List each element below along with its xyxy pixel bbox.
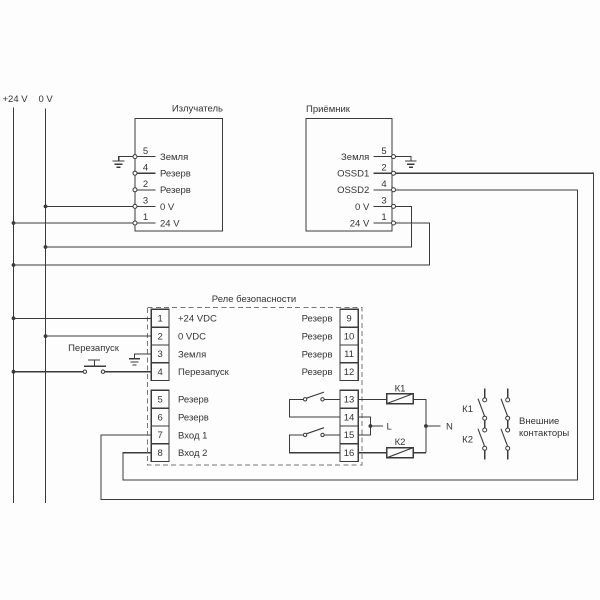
- svg-text:Вход 2: Вход 2: [178, 448, 207, 459]
- svg-text:К1: К1: [462, 404, 473, 415]
- svg-text:Перезапуск: Перезапуск: [68, 343, 120, 354]
- svg-text:5: 5: [158, 395, 163, 406]
- svg-text:N: N: [446, 421, 453, 432]
- svg-text:+24 V: +24 V: [3, 94, 29, 105]
- svg-text:15: 15: [344, 430, 355, 441]
- svg-text:Резерв: Резерв: [160, 169, 191, 180]
- svg-text:контакторы: контакторы: [519, 428, 569, 439]
- svg-text:5: 5: [143, 146, 148, 157]
- svg-text:1: 1: [381, 212, 386, 223]
- svg-text:Перезапуск: Перезапуск: [178, 367, 230, 378]
- svg-text:1: 1: [143, 212, 148, 223]
- svg-text:Земля: Земля: [160, 152, 188, 163]
- svg-text:К2: К2: [395, 437, 406, 448]
- svg-text:0 V: 0 V: [160, 202, 175, 213]
- svg-text:OSSD2: OSSD2: [337, 185, 369, 196]
- svg-text:Резерв: Резерв: [178, 395, 209, 406]
- svg-text:К1: К1: [395, 383, 406, 394]
- svg-text:4: 4: [158, 367, 163, 378]
- svg-text:Вход 1: Вход 1: [178, 430, 207, 441]
- svg-text:6: 6: [158, 412, 163, 423]
- svg-text:24 V: 24 V: [160, 218, 180, 229]
- svg-text:3: 3: [143, 196, 148, 207]
- svg-text:2: 2: [158, 331, 163, 342]
- svg-text:Резерв: Резерв: [178, 413, 209, 424]
- svg-text:Земля: Земля: [341, 152, 369, 163]
- svg-text:Резерв: Резерв: [302, 367, 333, 378]
- svg-text:Реле безопасности: Реле безопасности: [212, 294, 296, 305]
- svg-text:Резерв: Резерв: [160, 185, 191, 196]
- svg-text:7: 7: [158, 430, 163, 441]
- svg-text:11: 11: [344, 349, 354, 360]
- svg-text:10: 10: [344, 331, 355, 342]
- svg-text:Резерв: Резерв: [302, 332, 333, 343]
- svg-text:12: 12: [344, 367, 355, 378]
- svg-text:Резерв: Резерв: [302, 349, 333, 360]
- svg-text:3: 3: [158, 349, 163, 360]
- svg-text:1: 1: [158, 314, 163, 325]
- svg-text:0 VDC: 0 VDC: [178, 332, 206, 343]
- svg-text:24 V: 24 V: [350, 218, 370, 229]
- svg-text:2: 2: [381, 162, 386, 173]
- svg-text:0 V: 0 V: [39, 94, 54, 105]
- svg-text:5: 5: [381, 146, 386, 157]
- svg-text:0 V: 0 V: [355, 202, 370, 213]
- svg-text:8: 8: [158, 448, 163, 459]
- svg-text:3: 3: [381, 196, 386, 207]
- svg-text:Земля: Земля: [178, 349, 206, 360]
- svg-text:Внешние: Внешние: [519, 416, 559, 427]
- svg-text:L: L: [387, 421, 392, 432]
- svg-text:2: 2: [143, 179, 148, 190]
- svg-text:OSSD1: OSSD1: [337, 169, 369, 180]
- svg-text:Приёмник: Приёмник: [306, 104, 351, 115]
- svg-text:Резерв: Резерв: [302, 314, 333, 325]
- svg-text:4: 4: [143, 162, 148, 173]
- svg-text:Излучатель: Излучатель: [172, 104, 223, 115]
- svg-text:16: 16: [344, 448, 355, 459]
- svg-text:К2: К2: [462, 434, 473, 445]
- svg-text:9: 9: [346, 314, 351, 325]
- svg-text:13: 13: [344, 395, 355, 406]
- svg-text:+24 VDC: +24 VDC: [178, 314, 217, 325]
- svg-text:4: 4: [381, 179, 386, 190]
- svg-text:14: 14: [344, 412, 355, 423]
